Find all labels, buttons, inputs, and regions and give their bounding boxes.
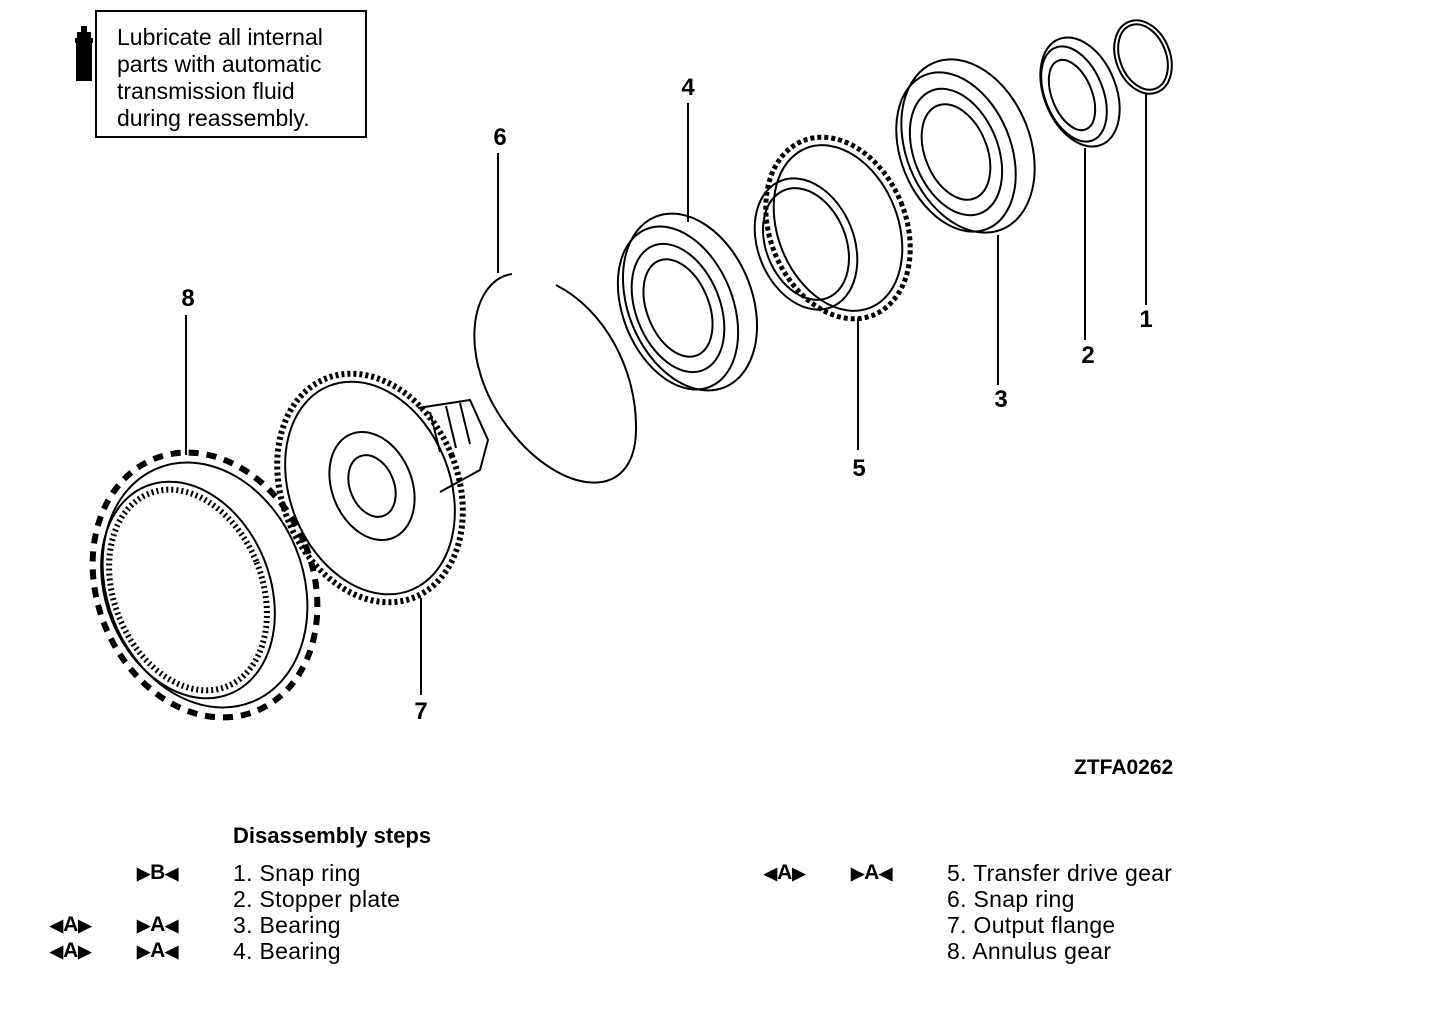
disassembly-mark-a-step5: ▶A◀: [851, 861, 893, 884]
stopper-plate-part: [1039, 36, 1121, 148]
step-7: 7. Output flange: [947, 912, 1116, 938]
step-1: 1. Snap ring: [233, 860, 361, 886]
annulus-gear-part: [89, 449, 321, 721]
output-flange-part: [274, 370, 490, 606]
step-2: 2. Stopper plate: [233, 886, 401, 912]
callout-7: 7: [414, 698, 428, 725]
callout-8: 8: [181, 285, 195, 312]
snap-ring-6-part: [473, 273, 638, 484]
disassembly-mark-b: ▶B◀: [137, 861, 179, 884]
disassembly-steps-title: Disassembly steps: [233, 823, 432, 848]
reassembly-mark-a-step3: ◀A▶: [50, 913, 92, 936]
disassembly-mark-a-step4: ▶A◀: [137, 939, 179, 962]
disassembly-mark-a-step3: ▶A◀: [137, 913, 179, 936]
step-5: 5. Transfer drive gear: [947, 860, 1173, 886]
step-3: 3. Bearing: [233, 912, 341, 938]
callout-4: 4: [681, 74, 695, 101]
callout-5: 5: [852, 455, 866, 482]
bearing-4-part: [616, 212, 759, 392]
transfer-drive-gear-part: [753, 134, 913, 322]
reassembly-mark-a-step5: ◀A▶: [764, 861, 806, 884]
callout-3: 3: [994, 386, 1008, 413]
step-4: 4. Bearing: [233, 938, 341, 964]
step-6: 6. Snap ring: [947, 886, 1075, 912]
snap-ring-part: [1113, 19, 1173, 95]
lubrication-note-box: Lubricate all internal parts with automa…: [75, 10, 367, 138]
oil-can-icon: [75, 26, 93, 81]
callout-1: 1: [1139, 306, 1153, 333]
reassembly-mark-a-step4: ◀A▶: [50, 939, 92, 962]
lubrication-note-text: Lubricate all internal parts with automa…: [117, 24, 323, 131]
callout-6: 6: [493, 124, 507, 151]
figure-id: ZTFA0262: [1074, 756, 1174, 779]
bearing-3-part: [895, 58, 1036, 234]
step-8: 8. Annulus gear: [947, 938, 1112, 964]
callout-2: 2: [1081, 342, 1095, 369]
